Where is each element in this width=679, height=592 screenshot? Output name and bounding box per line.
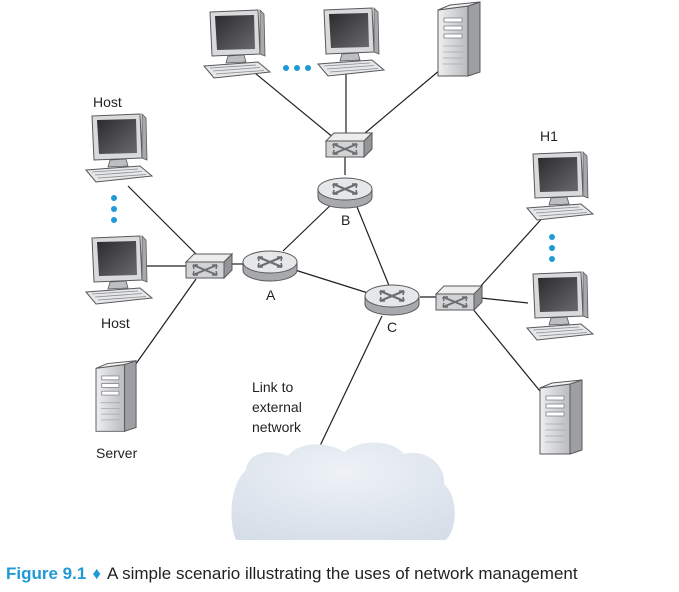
desktop-computer-icon — [203, 9, 271, 79]
network-cloud-icon — [231, 442, 455, 540]
link-top-server-switch — [357, 69, 441, 140]
label-external-line2: external — [252, 399, 302, 415]
desktop-computer-icon — [526, 151, 594, 221]
tower-server-icon — [437, 1, 481, 77]
link-switch-pc-right — [480, 297, 529, 304]
label-router-c: C — [387, 319, 397, 335]
network-links — [127, 63, 547, 451]
link-host1-switch — [127, 185, 197, 255]
link-router-c-external — [317, 315, 383, 451]
caption-separator: ♦ — [92, 564, 101, 583]
link-router-b-router-c — [354, 201, 391, 289]
link-router-a-router-c — [294, 269, 369, 294]
ellipsis-dots-icon — [111, 195, 117, 223]
label-h1: H1 — [540, 128, 558, 144]
desktop-computer-icon — [526, 271, 594, 341]
link-router-b-router-a — [282, 199, 337, 252]
desktop-computer-icon — [85, 113, 153, 183]
link-server-switch — [132, 278, 197, 369]
label-external-line1: Link to — [252, 379, 293, 395]
link-switch-server-right — [471, 307, 545, 397]
ellipsis-dots-icon — [549, 234, 555, 262]
tower-server-icon — [539, 379, 583, 455]
router-icon — [241, 249, 299, 283]
switch-icon — [435, 285, 483, 311]
label-external-line3: network — [252, 419, 302, 435]
desktop-computer-icon — [85, 235, 153, 305]
switch-icon — [325, 132, 373, 158]
label-router-a: A — [266, 287, 276, 303]
label-server: Server — [96, 445, 138, 461]
router-icon — [316, 176, 374, 210]
tower-server-icon — [95, 360, 137, 432]
link-top-pc1-switch — [243, 63, 341, 144]
label-host-bottom: Host — [101, 315, 130, 331]
label-router-b: B — [341, 212, 350, 228]
caption-text: A simple scenario illustrating the uses … — [107, 564, 578, 583]
switch-icon — [185, 253, 233, 279]
label-host-top: Host — [93, 94, 122, 110]
figure-number: Figure 9.1 — [6, 564, 87, 583]
router-icon — [363, 283, 421, 317]
link-switch-h1 — [478, 213, 547, 289]
figure-caption: Figure 9.1 ♦ A simple scenario illustratin… — [6, 564, 676, 584]
ellipsis-dots-icon — [283, 65, 311, 71]
desktop-computer-icon — [317, 7, 385, 77]
